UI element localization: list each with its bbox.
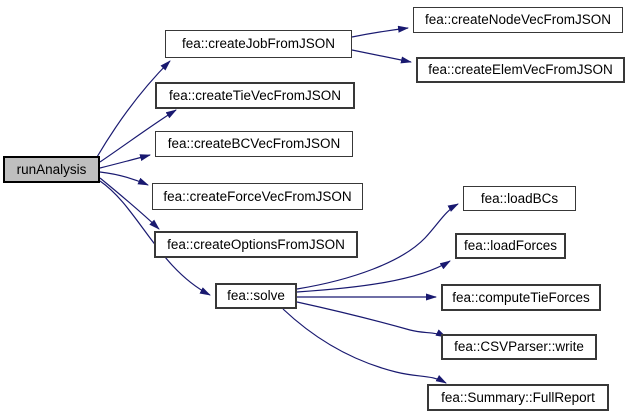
node-label: fea::Summary::FullReport [441, 389, 595, 405]
edge-solve-to-csv-parser-write [296, 301, 447, 338]
node-label: runAnalysis [16, 161, 87, 177]
node-label: fea::createElemVecFromJSON [428, 62, 613, 78]
node-label: fea::createForceVecFromJSON [163, 188, 352, 204]
node-csv-parser-write[interactable]: fea::CSVParser::write [441, 334, 597, 360]
edge-run-analysis-to-create-bc-vec-from-json [99, 154, 151, 169]
node-label: fea::createTieVecFromJSON [168, 87, 342, 103]
node-label: fea::loadForces [463, 238, 558, 254]
node-summary-full-report[interactable]: fea::Summary::FullReport [427, 384, 609, 411]
node-label: fea::solve [227, 288, 285, 304]
node-create-options-from-json[interactable]: fea::createOptionsFromJSON [154, 231, 358, 258]
edge-run-analysis-to-create-job-from-json [96, 60, 171, 158]
node-label: fea::createBCVecFromJSON [167, 136, 341, 152]
node-load-forces[interactable]: fea::loadForces [455, 233, 566, 259]
edge-create-job-from-json-to-create-node-vec-from-json [351, 25, 409, 38]
node-create-elem-vec-from-json[interactable]: fea::createElemVecFromJSON [416, 57, 625, 83]
node-create-force-vec-from-json[interactable]: fea::createForceVecFromJSON [152, 183, 363, 210]
node-run-analysis: runAnalysis [3, 156, 100, 183]
edge-run-analysis-to-create-options-from-json [99, 177, 160, 230]
edge-solve-to-load-bcs [296, 203, 459, 290]
node-load-bcs[interactable]: fea::loadBCs [463, 186, 576, 211]
node-label: fea::CSVParser::write [454, 339, 584, 355]
node-create-node-vec-from-json[interactable]: fea::createNodeVecFromJSON [413, 7, 623, 33]
node-label: fea::createNodeVecFromJSON [424, 12, 612, 28]
node-label: fea::loadBCs [480, 190, 559, 206]
node-create-tie-vec-from-json[interactable]: fea::createTieVecFromJSON [155, 82, 355, 109]
node-label: fea::createJobFromJSON [181, 36, 336, 52]
edge-run-analysis-to-solve [99, 180, 211, 296]
edge-run-analysis-to-create-force-vec-from-json [99, 171, 149, 186]
node-label: fea::createOptionsFromJSON [167, 236, 345, 252]
edge-run-analysis-to-create-tie-vec-from-json [99, 109, 177, 163]
edge-solve-to-summary-full-report [282, 308, 447, 384]
node-solve[interactable]: fea::solve [215, 283, 297, 309]
node-compute-tie-forces[interactable]: fea::computeTieForces [441, 284, 601, 311]
node-create-job-from-json[interactable]: fea::createJobFromJSON [165, 30, 352, 58]
node-create-bc-vec-from-json[interactable]: fea::createBCVecFromJSON [155, 131, 353, 157]
node-label: fea::computeTieForces [452, 289, 590, 305]
edge-create-job-from-json-to-create-elem-vec-from-json [351, 49, 412, 64]
edge-solve-to-load-forces [296, 260, 451, 293]
